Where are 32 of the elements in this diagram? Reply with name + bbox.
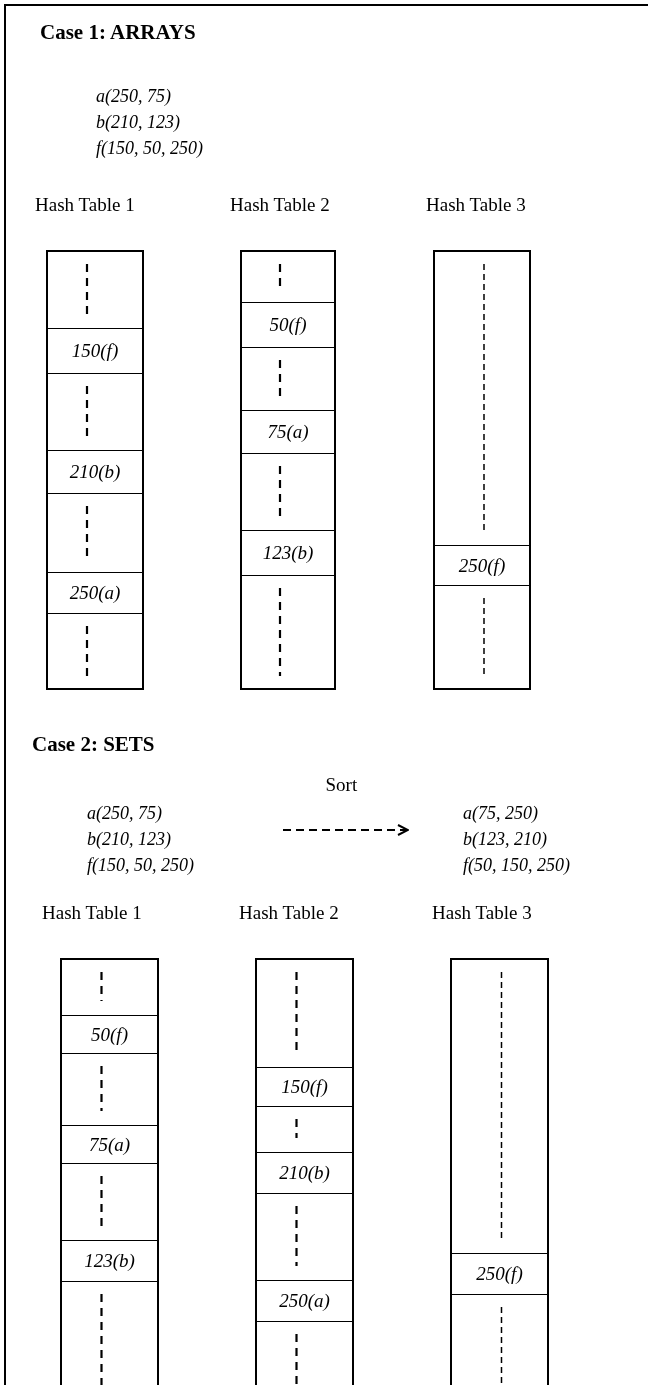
table-entry: 250(a) [48, 572, 142, 614]
table-entry: 50(f) [242, 302, 334, 348]
data-line: f(150, 50, 250) [96, 137, 203, 160]
data-line: b(210, 123) [87, 828, 171, 851]
data-line: f(50, 150, 250) [463, 854, 570, 877]
data-line: a(250, 75) [96, 85, 171, 108]
table-entry: 250(f) [435, 545, 529, 586]
table-entry: 250(f) [452, 1253, 547, 1295]
table-entry: 75(a) [62, 1125, 157, 1164]
data-line: a(75, 250) [463, 802, 538, 825]
table-entry: 210(b) [48, 450, 142, 494]
data-line: b(210, 123) [96, 111, 180, 134]
table-heading: Hash Table 1 [42, 902, 142, 924]
table-entry: 150(f) [257, 1067, 352, 1107]
table-heading: Hash Table 3 [432, 902, 532, 924]
table-entry: 250(a) [257, 1280, 352, 1322]
table-entry: 210(b) [257, 1152, 352, 1194]
table-heading: Hash Table 2 [239, 902, 339, 924]
table-heading: Hash Table 2 [230, 194, 330, 216]
table-entry: 75(a) [242, 410, 334, 454]
table-entry: 123(b) [242, 530, 334, 576]
table-heading: Hash Table 1 [35, 194, 135, 216]
table-entry: 150(f) [48, 328, 142, 374]
data-line: a(250, 75) [87, 802, 162, 825]
section-heading: Case 2: SETS [32, 732, 155, 757]
table-entry: 50(f) [62, 1015, 157, 1054]
data-line: b(123, 210) [463, 828, 547, 851]
data-line: f(150, 50, 250) [87, 854, 194, 877]
arrow [282, 824, 409, 836]
section-heading: Case 1: ARRAYS [40, 20, 196, 45]
table-entry: 123(b) [62, 1240, 157, 1282]
table-heading: Hash Table 3 [426, 194, 526, 216]
